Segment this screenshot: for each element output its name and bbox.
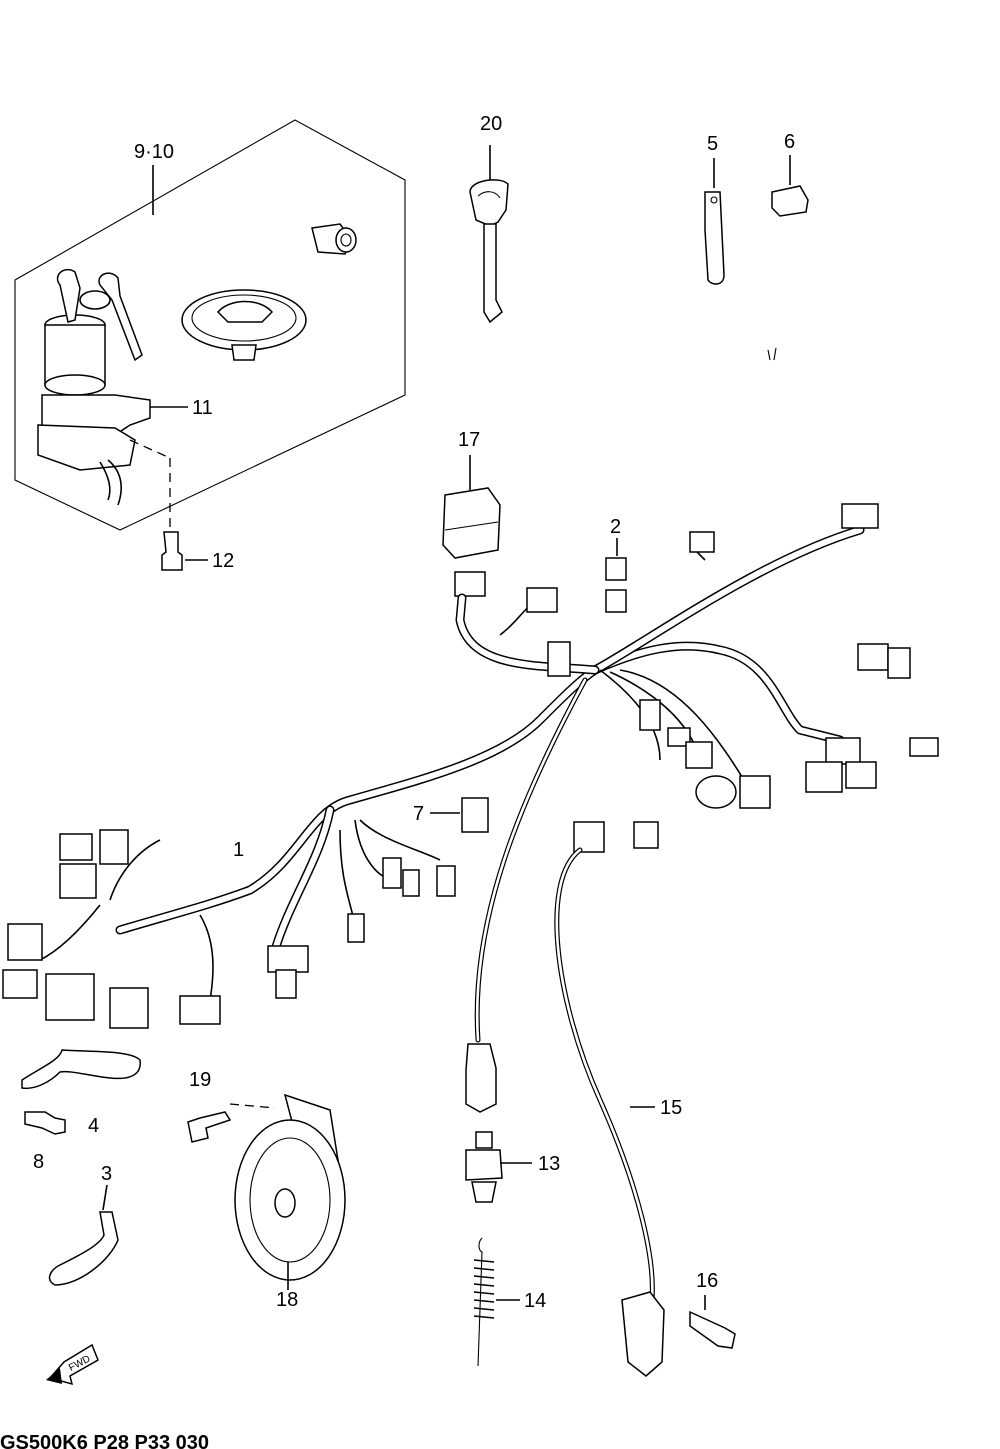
fuel-cap: [181, 289, 307, 361]
brake-light-switch: [465, 1131, 532, 1203]
callout-5: 5: [707, 133, 718, 155]
clamp-3: [48, 1184, 119, 1286]
coupler-2: [605, 538, 627, 613]
bolt-16: [689, 1295, 736, 1349]
callout-7: 7: [413, 803, 424, 825]
callout-9-10: 9·10: [134, 141, 174, 163]
callout-18: 18: [276, 1289, 298, 1311]
callout-15: 15: [660, 1097, 682, 1119]
ignition-keys: [56, 268, 143, 362]
footer-code: GS500K6 P28 P33 030: [0, 1432, 209, 1449]
horn: [234, 1093, 346, 1290]
callout-20: 20: [480, 113, 502, 135]
fwd-arrow-icon: [46, 1343, 99, 1386]
callout-1: 1: [233, 839, 244, 861]
callout-19: 19: [189, 1069, 211, 1091]
callout-17: 17: [458, 429, 480, 451]
relay-17: [442, 455, 501, 597]
callout-11: 11: [192, 397, 213, 419]
callout-labels: 9·10 20 5 6 11 17 2 12 7 1 19 15 4 8 13 …: [0, 113, 795, 1449]
bolt-19: [187, 1103, 276, 1143]
rear-brake-switch-cable: [554, 847, 665, 1377]
callout-4: 4: [88, 1115, 99, 1137]
callout-16: 16: [696, 1270, 718, 1292]
bolt-8: [24, 1111, 66, 1135]
neutral-switch-cable: [465, 677, 588, 1113]
wire-clip-4: [21, 1049, 141, 1090]
callout-14: 14: [524, 1290, 546, 1312]
callout-6: 6: [784, 131, 795, 153]
callout-13: 13: [538, 1153, 560, 1175]
seat-lock-cylinder: [311, 223, 357, 255]
main-wiring-harness: [39, 525, 865, 1001]
callout-3: 3: [101, 1163, 112, 1185]
ignition-set-box: [14, 119, 406, 531]
harness-clamp: [704, 158, 725, 285]
callout-2: 2: [610, 516, 621, 538]
harness-connectors: [2, 503, 939, 1029]
key-blank: [469, 145, 509, 324]
relay-cap: [767, 155, 809, 361]
ignition-switch: [37, 314, 171, 528]
return-spring: [473, 1237, 520, 1367]
callout-8: 8: [33, 1151, 44, 1173]
screw-12: [161, 531, 183, 571]
callout-12: 12: [212, 550, 234, 572]
